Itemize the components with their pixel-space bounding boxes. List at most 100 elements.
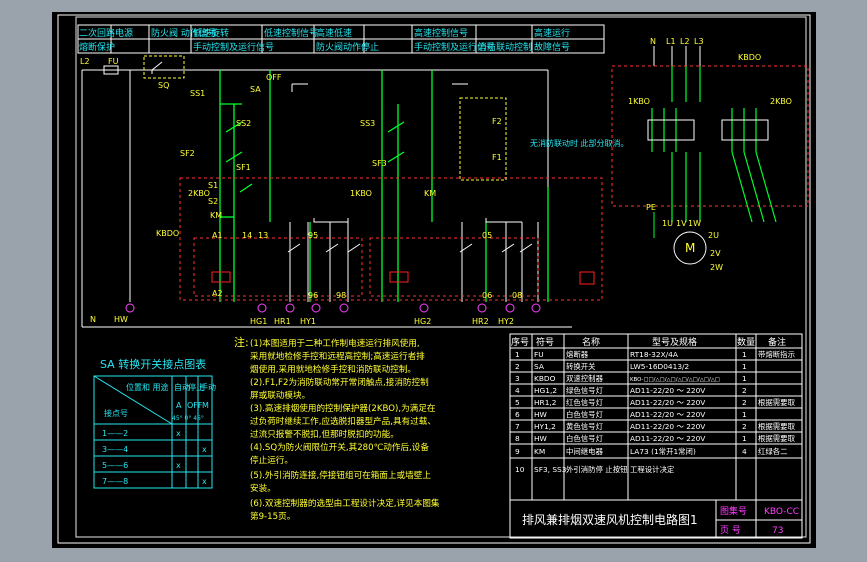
- sa-row-2-a: x: [176, 461, 181, 470]
- label-ss1: SS1: [190, 89, 205, 98]
- lamp-hy2: [505, 303, 515, 313]
- header-cell-0-a: 二次回路电源: [79, 27, 133, 39]
- page-number: 73: [772, 526, 783, 536]
- parts-cell-0-2: 熔断器: [566, 350, 589, 359]
- sa-col-contact: 接点号: [104, 408, 128, 418]
- note-line-3: (2).F1,F2为消防联动常开常闭触点,接消防控制: [250, 376, 429, 388]
- parts-cell-6-4: 2: [742, 422, 747, 431]
- note-line-0: (1)本图适用于二种工作制电速运行排风使用,: [250, 337, 420, 349]
- lamp-hy1: [311, 303, 321, 313]
- header-cell-8-a: 高速运行: [534, 27, 570, 39]
- parts-cell-7-2: 白色信号灯: [566, 434, 604, 443]
- header-cell-6: 高速控制信号: [414, 27, 468, 39]
- parts-cell-7-0: 8: [515, 434, 520, 443]
- header-cell-5-a: 高速低速: [316, 27, 352, 39]
- label-05: 05: [482, 231, 492, 240]
- motor-1v: 1V: [676, 219, 687, 228]
- label-13: 13: [258, 231, 268, 240]
- label-a1: A1: [212, 231, 223, 240]
- parts-cell-8-0: 9: [515, 447, 520, 456]
- label-2kbo: 2KBO: [188, 189, 210, 198]
- parts-cell-7-5: 根据需要取: [758, 434, 796, 443]
- motor-n: N: [650, 37, 656, 46]
- label-km-left: KM: [210, 211, 222, 220]
- header-cell-7-a: 手动控制及运行信号: [414, 41, 495, 53]
- header-cell-7-b: 消防联动控制: [478, 41, 532, 53]
- kbo1-dashed-box: [369, 237, 539, 297]
- note-line-11: 安装。: [250, 482, 276, 494]
- note-no-fire: 无消防联动时 此部分取消。: [530, 138, 629, 148]
- lamp-hr2b: [531, 303, 541, 313]
- parts-cell-0-5: 带熔断指示: [758, 350, 795, 359]
- schematic-drawing: 二次回路电源 熔断保护 防火阀 动作信号 低速旋转 手动控制及运行信号 低速控制…: [57, 14, 811, 544]
- parts-cell-4-4: 2: [742, 398, 747, 407]
- note-line-4: 屏或联动模块。: [250, 389, 310, 401]
- label-n: N: [90, 315, 96, 324]
- sa-row-3-m: x: [202, 477, 207, 486]
- header-cell-2-a: 低速旋转: [193, 27, 229, 39]
- fig-number: KBO-CC: [764, 507, 799, 517]
- note-line-6: 过负荷时继续工作,应选脱扣器型产品,具有过载、: [250, 415, 436, 427]
- label-98: 98: [336, 291, 346, 300]
- sa-col-off: 停止: [188, 382, 204, 392]
- sa-sub-a: A: [176, 401, 182, 410]
- label-sf3: SF3: [372, 159, 387, 168]
- label-f1: F1: [492, 153, 502, 162]
- header-cell-0-b: 熔断保护: [79, 41, 115, 53]
- drawing-sheet: 二次回路电源 熔断保护 防火阀 动作信号 低速旋转 手动控制及运行信号 低速控制…: [52, 12, 816, 548]
- note-line-2: 烟使用,采用就地检修手控和消防联动控制。: [250, 363, 416, 375]
- note-line-10: (5).外引消防连接,停接钮组可在箱面上或墙壁上: [250, 469, 431, 481]
- parts-cell-0-1: FU: [534, 350, 544, 359]
- parts-cell-5-1: HW: [534, 410, 548, 419]
- parts-cell-3-2: 绿色信号灯: [566, 386, 604, 395]
- lamp-hw: [125, 303, 135, 313]
- label-sf1: SF1: [236, 163, 251, 172]
- header-cell-4: 低速控制信号: [264, 27, 318, 39]
- sa-contact-table: SA 转换开关接点图表 位置和 用途 接点号 自动 停止 手动 A OFF M …: [93, 357, 216, 489]
- label-s2: S2: [208, 197, 218, 206]
- header-cell-1: 防火阀 动作信号: [151, 27, 217, 39]
- label-sq: SQ: [158, 81, 169, 90]
- coil-km: [579, 271, 595, 285]
- sa-row-2-contact: 5——6: [102, 461, 128, 470]
- label-08: 08: [512, 291, 522, 300]
- label-hr1: HR1: [274, 317, 291, 326]
- parts-cell-6-1: HY1,2: [534, 422, 556, 431]
- parts-cell-4-2: 红色信号灯: [566, 398, 604, 407]
- label-1kbo: 1KBO: [350, 189, 372, 198]
- label-hg1: HG1: [250, 317, 267, 326]
- notes-block: 注: (1)本图适用于二种工作制电速运行排风使用, 采用就地检修手控和远程高控制…: [234, 335, 440, 522]
- kbo1-contacts: [647, 119, 695, 141]
- parts-cell-9-0: 10: [515, 465, 525, 474]
- motor-pe: PE: [646, 203, 656, 212]
- outer-border: [57, 14, 811, 544]
- note-line-9: 停止运行。: [250, 454, 293, 466]
- header-cell-8-b: 故障信号: [534, 41, 570, 53]
- label-hy2: HY2: [498, 317, 514, 326]
- drawing-title: 排风兼排烟双速风机控制电路图1: [522, 512, 698, 527]
- parts-cell-4-1: HR1,2: [534, 398, 556, 407]
- lamp-hg1: [257, 303, 267, 313]
- coil-2kbo: [211, 271, 231, 283]
- motor-l3: L3: [694, 37, 704, 46]
- header-band: 二次回路电源 熔断保护 防火阀 动作信号 低速旋转 手动控制及运行信号 低速控制…: [77, 24, 605, 54]
- parts-cell-2-1: KBDO: [534, 374, 556, 383]
- motor-symbol: [673, 231, 707, 265]
- lamp-hr1: [285, 303, 295, 313]
- parts-cell-7-3: AD11-22/20 ～ 220V: [630, 434, 705, 443]
- label-hw: HW: [114, 315, 128, 324]
- parts-cell-2-3: KBO-□□/△□/△□/△□/△□/△□/△□: [630, 377, 720, 383]
- parts-cell-5-3: AD11-22/20 ～ 220V: [630, 410, 705, 419]
- label-hr2: HR2: [472, 317, 489, 326]
- lamp-hr2: [477, 303, 487, 313]
- label-sa: SA: [250, 85, 261, 94]
- motor-2w: 2W: [710, 263, 723, 272]
- parts-cell-3-0: 4: [515, 386, 520, 395]
- note-line-12: (6).双速控制器的选型由工程设计决定,详见本图集: [250, 497, 440, 509]
- parts-cell-6-0: 7: [515, 422, 520, 431]
- parts-cell-5-0: 6: [515, 410, 520, 419]
- parts-cell-8-2: 中间继电器: [566, 447, 604, 456]
- label-a2: A2: [212, 289, 223, 298]
- parts-header-0: 序号: [511, 336, 529, 348]
